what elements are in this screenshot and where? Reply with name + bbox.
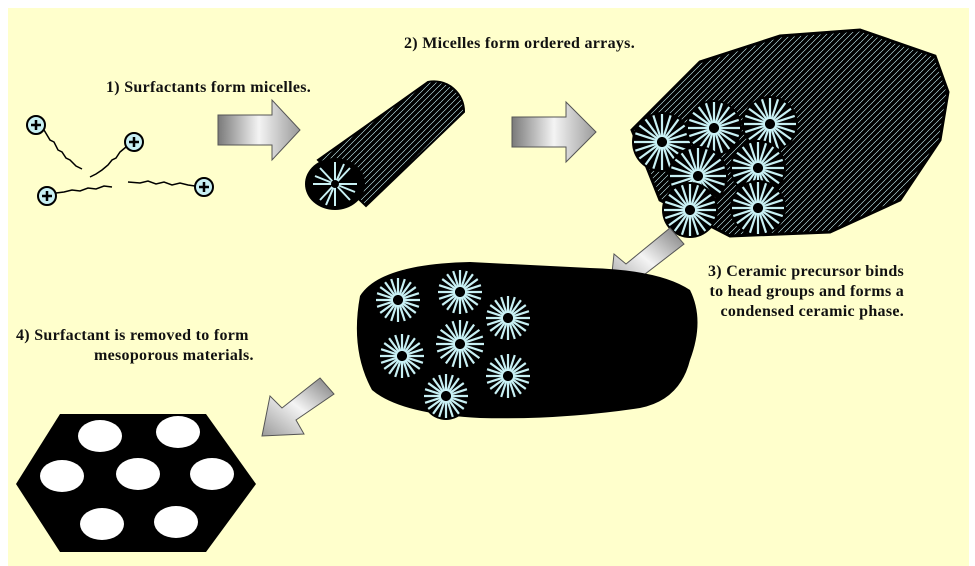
pore	[80, 508, 124, 540]
pore	[154, 506, 198, 538]
step-1-label: 1) Surfactants form micelles.	[106, 78, 311, 98]
micelle-array-ends	[632, 96, 798, 238]
micelle-array	[632, 30, 948, 238]
pore	[190, 458, 234, 490]
micelle-cross-section	[484, 294, 532, 342]
step-4-line-2: mesoporous materials.	[16, 346, 254, 366]
surfactant-molecules	[27, 116, 213, 205]
ceramic-phase	[357, 262, 698, 420]
surfactant-1	[27, 116, 82, 169]
micelle-cross-section	[436, 268, 484, 316]
micelle-cross-section	[730, 180, 786, 236]
step-3-line-1: 3) Ceramic precursor binds	[708, 262, 904, 282]
step-4-line-1: 4) Surfactant is removed to form	[16, 326, 254, 346]
step-3-label: 3) Ceramic precursor binds to head group…	[708, 262, 904, 322]
micelle-cross-section	[484, 352, 532, 400]
surfactant-4	[128, 178, 213, 196]
micelle-cross-section	[374, 276, 422, 324]
pore	[40, 460, 84, 492]
step-3-line-2: to head groups and forms a	[708, 282, 904, 302]
single-micelle-rod	[305, 81, 464, 210]
block-arrow-icon	[262, 378, 334, 436]
micelle-cross-section	[434, 318, 486, 370]
surfactant-3	[38, 186, 112, 205]
step-4-label: 4) Surfactant is removed to form mesopor…	[16, 326, 254, 366]
surfactant-2	[90, 133, 143, 177]
pore	[156, 416, 200, 448]
block-arrow-icon	[512, 102, 596, 162]
step-2-label: 2) Micelles form ordered arrays.	[404, 34, 635, 54]
mesoporous-material	[16, 414, 256, 552]
pore	[78, 420, 122, 452]
micelle-cross-section	[378, 332, 426, 380]
pore	[116, 458, 160, 490]
micelle-cross-section	[422, 372, 470, 420]
step-3-line-3: condensed ceramic phase.	[708, 302, 904, 322]
block-arrow-icon	[218, 100, 300, 160]
